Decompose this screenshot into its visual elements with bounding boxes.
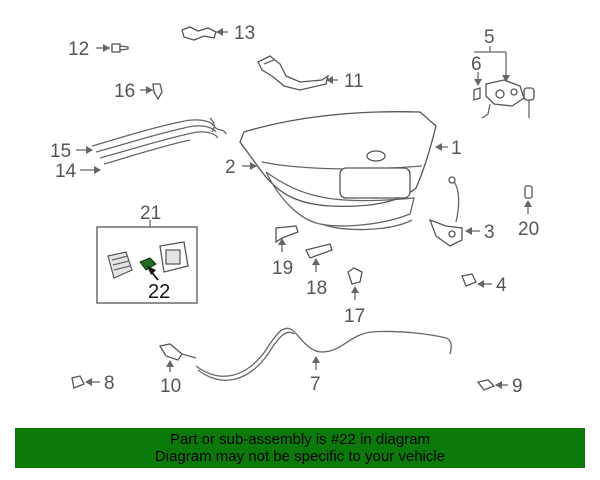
callout-18[interactable]: 18 <box>306 278 327 299</box>
part-11-hinge <box>257 55 338 91</box>
part-9-clip <box>476 379 508 391</box>
part-3-striker <box>428 176 480 247</box>
part-5-latch-assembly <box>473 46 535 119</box>
part-18-emblem <box>305 243 333 272</box>
callout-22[interactable]: 22 <box>148 281 170 303</box>
callout-12[interactable]: 12 <box>68 39 89 60</box>
callout-7[interactable]: 7 <box>310 374 321 395</box>
callout-9[interactable]: 9 <box>512 376 523 397</box>
callout-4[interactable]: 4 <box>496 275 507 296</box>
part-1-trunk-lid <box>239 111 448 231</box>
part-13-clip <box>181 26 228 41</box>
part-10-lever <box>158 343 197 372</box>
part-19-bracket <box>275 225 299 252</box>
part-16-clip <box>140 83 163 101</box>
banner-line-1: Part or sub-assembly is #22 in diagram <box>169 431 431 448</box>
callout-5[interactable]: 5 <box>484 27 495 48</box>
callout-14[interactable]: 14 <box>55 161 77 182</box>
part-2-weatherstrip <box>242 162 257 170</box>
banner-line-2: Diagram may not be specific to your vehi… <box>154 448 446 465</box>
callout-15[interactable]: 15 <box>50 141 71 162</box>
callout-3[interactable]: 3 <box>484 222 495 243</box>
part-8-clip <box>71 375 100 389</box>
callout-16[interactable]: 16 <box>114 81 135 102</box>
callout-21[interactable]: 21 <box>140 203 161 224</box>
callout-1[interactable]: 1 <box>451 138 462 159</box>
callout-17[interactable]: 17 <box>344 306 365 327</box>
callout-19[interactable]: 19 <box>272 258 293 279</box>
part-12-bolt <box>96 43 129 53</box>
part-14-15-torsion-bars <box>76 117 227 174</box>
callout-8[interactable]: 8 <box>104 373 115 394</box>
group-21-box <box>96 220 198 304</box>
part-20-clip <box>524 185 533 214</box>
parts-diagram: 13 12 16 11 5 6 <box>50 23 539 397</box>
part-7-cable <box>195 327 452 381</box>
callout-13[interactable]: 13 <box>234 23 255 44</box>
callout-10[interactable]: 10 <box>160 376 181 397</box>
part-22-highlight[interactable] <box>139 257 159 281</box>
callout-11[interactable]: 11 <box>344 71 364 92</box>
part-4-clip <box>461 273 492 288</box>
callout-6[interactable]: 6 <box>471 54 482 75</box>
callout-20[interactable]: 20 <box>518 219 539 240</box>
info-banner: Part or sub-assembly is #22 in diagram D… <box>15 428 585 468</box>
part-17-bumper <box>347 267 363 300</box>
callout-2[interactable]: 2 <box>225 157 236 178</box>
